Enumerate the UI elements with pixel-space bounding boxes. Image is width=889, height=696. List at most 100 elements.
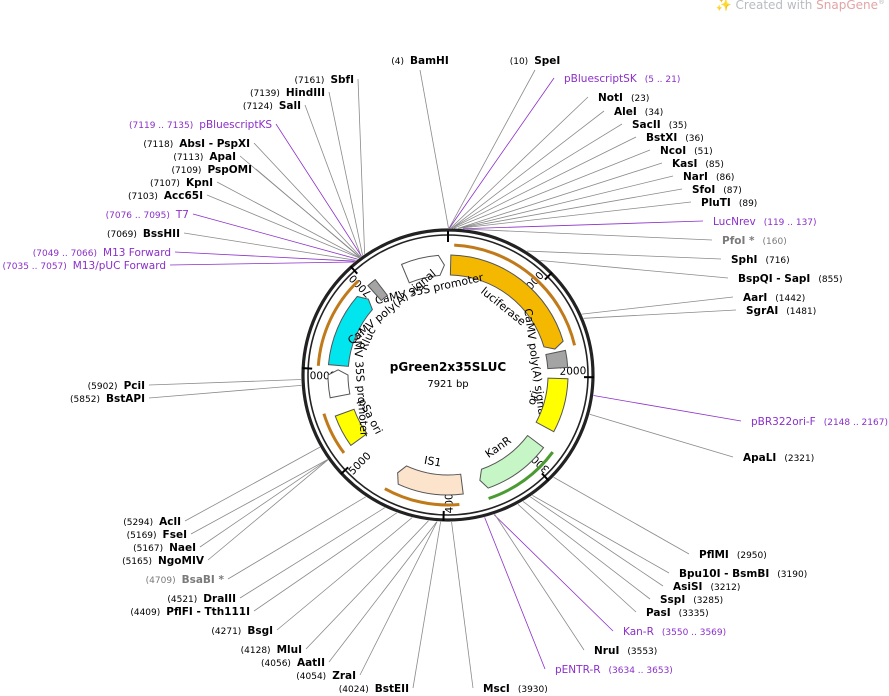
site-position: (2950) [737, 551, 767, 561]
tick-mark [349, 265, 358, 275]
site-name: SphI [731, 254, 757, 266]
site-name: pBR322ori-F [751, 416, 816, 428]
site-position: (2148 .. 2167) [824, 418, 888, 428]
site-label: BspQI - SapI(855) [738, 273, 843, 285]
site-label: (7139) HindIII [250, 87, 325, 99]
site-position: (86) [716, 173, 734, 183]
site-acc65i: (7103)Acc65I [128, 190, 360, 259]
site-label: (5852)BstAPI [70, 393, 145, 405]
site-name: PasI [646, 607, 671, 619]
site-position: (5902) [88, 382, 118, 392]
feature-arc [327, 369, 351, 399]
site-position: (7107) [150, 179, 180, 189]
site-bsabi: (4709)BsaBI * [146, 496, 366, 586]
site-label: BstXI(36) [646, 132, 704, 144]
backbone-outer-circle [301, 228, 595, 522]
site-position: (7109) [172, 166, 202, 176]
site-label: (4709)BsaBI * [146, 574, 225, 586]
site-position: (34) [645, 108, 663, 118]
site-pcii: (5902)PciI [88, 379, 302, 392]
site-pflmi: PflMI(2950) [553, 476, 767, 561]
feature-arc [334, 408, 368, 447]
site-name: NgoMIV [158, 555, 205, 567]
site-leader-line [275, 123, 362, 257]
site-position: (36) [685, 134, 703, 144]
site-name: DraIII [203, 593, 236, 605]
site-position: (3930) [518, 685, 548, 695]
tick-label: 2000 [559, 365, 586, 378]
site-bsteii: (4024)BstEII [339, 521, 441, 695]
site-label: (7124) SalI [243, 100, 301, 112]
site-position: (87) [723, 186, 741, 196]
watermark-brand: SnapGene [816, 0, 878, 12]
site-leader-line [553, 476, 690, 555]
site-leader-line [227, 496, 366, 580]
site-position: (3553) [627, 647, 657, 657]
site-leader-line [530, 496, 664, 587]
site-leader-line [174, 251, 355, 262]
site-leader-line [253, 512, 398, 612]
site-label: NruI(3553) [594, 645, 657, 657]
site-position: (35) [669, 121, 687, 131]
site-position: (119 .. 137) [764, 218, 817, 228]
site-position: (1481) [786, 307, 816, 317]
site-bsshii: (7069)BssHII [107, 228, 357, 261]
site-leader-line [451, 521, 474, 689]
site-leader-line [466, 228, 713, 241]
feature-arc [397, 465, 464, 496]
site-label: AsiSI(3212) [673, 581, 740, 593]
site-position: (855) [818, 275, 842, 285]
site-pasi: PasI(3335) [517, 503, 709, 619]
site-position: (5 .. 21) [645, 75, 681, 85]
site-position: (3285) [693, 596, 723, 606]
site-position: (4) [391, 57, 404, 67]
site-name: HindIII [286, 87, 325, 99]
tick-mark [340, 466, 349, 475]
site-bstapi: (5852)BstAPI [70, 384, 302, 405]
site-name: SfoI [692, 184, 715, 196]
site-pflfi-tth111i: (4409)PflFI - Tth111I [130, 512, 398, 618]
site-label: SacII(35) [632, 119, 687, 131]
site-label: (4024)BstEII [339, 683, 409, 695]
site-label: Kan-R(3550 .. 3569) [623, 626, 726, 638]
feature-arc [400, 254, 445, 284]
tick-mark [544, 271, 553, 281]
site-absi-pspxi: (7118)AbsI - PspXI [143, 138, 361, 258]
site-position: (7139) [250, 89, 280, 99]
site-position: (7161) [295, 76, 325, 86]
snapgene-logo-icon: ✨ [715, 0, 732, 13]
site-sgrai: SgrAI(1481) [583, 305, 816, 319]
site-label: (7076 .. 7095)T7 [106, 209, 189, 221]
site-label: SphI(716) [731, 254, 790, 266]
site-pbluescriptsk: pBluescriptSK(5 .. 21) [449, 73, 681, 229]
site-name: PspOMI [207, 164, 252, 176]
site-zrai: (4054)ZraI [296, 521, 438, 682]
site-label: (7049 .. 7066)M13 Forward [33, 247, 171, 259]
site-position: (10) [510, 57, 528, 67]
site-acli: (5294)AclI [123, 446, 321, 528]
site-name: AatII [297, 657, 325, 669]
orf-arrow [488, 451, 554, 500]
tick-label: 5000 [346, 450, 373, 477]
site-label: (7161)SbfI [295, 74, 355, 86]
site-leader-line [359, 521, 438, 676]
site-position: (7124) [243, 102, 273, 112]
site-label: PasI(3335) [646, 607, 709, 619]
site-name: M13 Forward [103, 247, 171, 259]
site-label: (5294)AclI [123, 516, 181, 528]
site-name: Kan-R [623, 626, 654, 638]
site-name: PfoI * [722, 235, 755, 247]
site-pfoi: PfoI *(160) [466, 228, 787, 247]
site-leader-line [255, 168, 360, 258]
feature-arc [327, 295, 373, 367]
site-m13-forward: (7049 .. 7066)M13 Forward [33, 247, 355, 262]
site-label: (7113)ApaI [173, 151, 236, 163]
site-label: SspI(3285) [660, 594, 723, 606]
site-leader-line [239, 507, 385, 599]
site-label: (4056)AatII [261, 657, 325, 669]
site-name: T7 [175, 209, 189, 221]
site-leader-line [169, 261, 354, 266]
site-leader-line [357, 78, 366, 254]
site-name: SalI [279, 100, 301, 112]
